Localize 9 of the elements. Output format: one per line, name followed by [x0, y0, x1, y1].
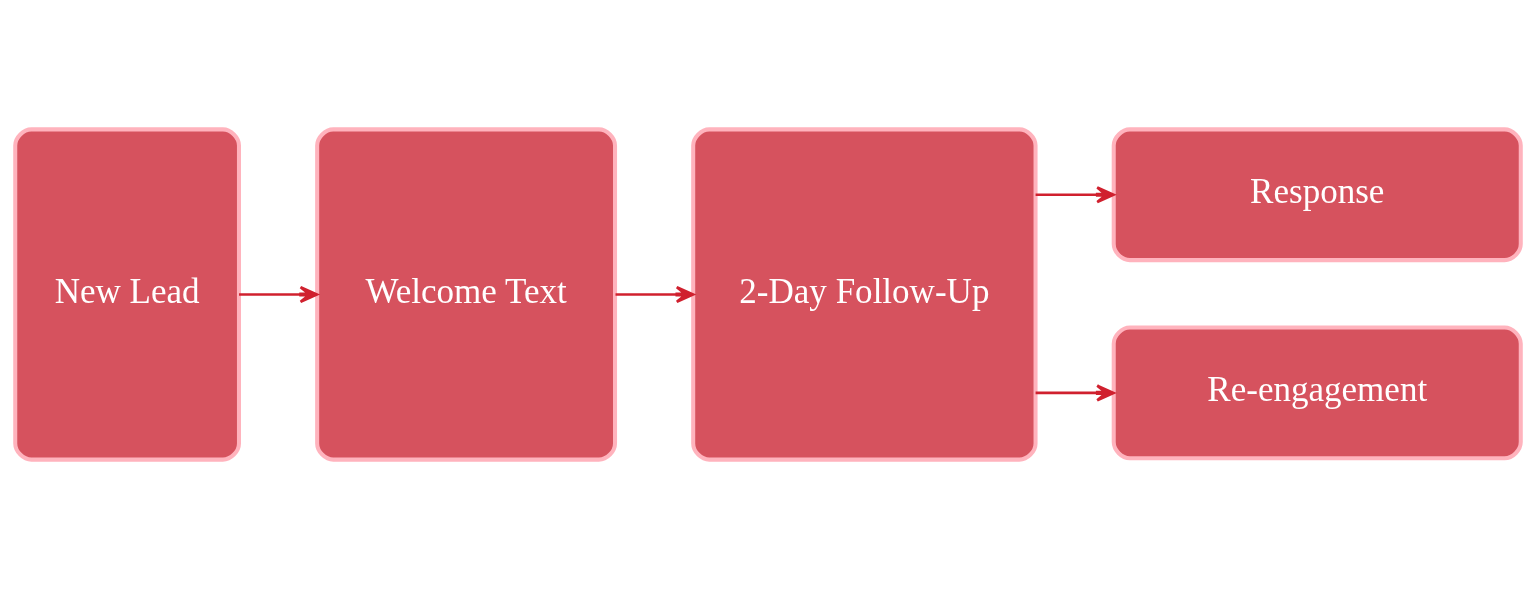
arrow — [1035, 384, 1115, 402]
node-box: 2-Day Follow-Up — [691, 127, 1038, 462]
arrow — [239, 285, 319, 304]
node-box: Response — [1111, 127, 1523, 263]
node-box: Welcome Text — [315, 127, 618, 462]
arrow — [615, 285, 695, 304]
node-box: New Lead — [13, 127, 241, 462]
node-box: Re-engagement — [1111, 325, 1523, 461]
arrow — [1035, 186, 1115, 204]
